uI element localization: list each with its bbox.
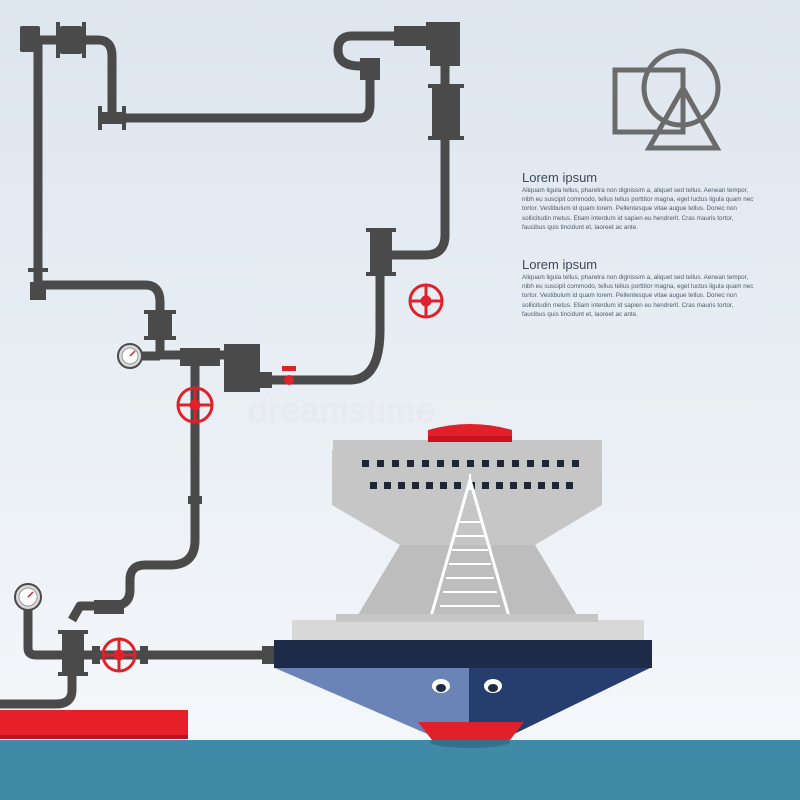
ship-window [437, 460, 444, 467]
ship-window [392, 460, 399, 467]
sea [0, 740, 800, 800]
ship-window [527, 460, 534, 467]
dock-shadow [0, 735, 188, 739]
ship-window [497, 460, 504, 467]
ship-window [412, 482, 419, 489]
anchor-icon [432, 679, 450, 693]
ship-window [398, 482, 405, 489]
info-block-1: Lorem ipsum Aliquam ligula tellus, phare… [522, 170, 758, 232]
ship-window [552, 482, 559, 489]
ladder-rungs [440, 521, 500, 607]
ship-window [422, 460, 429, 467]
ship-window [510, 482, 517, 489]
ship-window [407, 460, 414, 467]
ship-window [538, 482, 545, 489]
info-block-2: Lorem ipsum Aliquam ligula tellus, phare… [522, 257, 758, 319]
ship-window [542, 460, 549, 467]
ship-window [452, 460, 459, 467]
ship-window [362, 460, 369, 467]
ship-window [524, 482, 531, 489]
dock-platform [0, 710, 188, 738]
ship-window [370, 482, 377, 489]
ship-window [482, 460, 489, 467]
ship-window [572, 460, 579, 467]
ship [274, 424, 652, 748]
watermark-text: dreamstime [248, 392, 436, 430]
ship-window [512, 460, 519, 467]
ship-window [384, 482, 391, 489]
pressure-gauge-icon [14, 583, 42, 611]
info-heading: Lorem ipsum [522, 257, 598, 272]
ship-window [566, 482, 573, 489]
ship-window [440, 482, 447, 489]
pipe-flanges [20, 22, 464, 676]
ship-window [454, 482, 461, 489]
pressure-gauge-icon [117, 343, 143, 369]
ship-window [482, 482, 489, 489]
info-body: Aliquam ligula tellus, pharetra non dign… [522, 274, 754, 318]
valve-wheel-icon[interactable] [176, 386, 214, 424]
info-heading: Lorem ipsum [522, 170, 598, 185]
ship-window [377, 460, 384, 467]
square-circle-triangle-logo-icon [612, 48, 722, 151]
ship-window [467, 460, 474, 467]
valve-wheel-icon[interactable] [408, 283, 444, 319]
ship-window [426, 482, 433, 489]
valve-handle-icon[interactable] [282, 366, 296, 385]
info-body: Aliquam ligula tellus, pharetra non dign… [522, 187, 754, 231]
valve-wheel-icon[interactable] [101, 637, 137, 673]
anchor-icon [484, 679, 502, 693]
ship-window [496, 482, 503, 489]
ship-windows [362, 460, 579, 489]
ship-window [557, 460, 564, 467]
